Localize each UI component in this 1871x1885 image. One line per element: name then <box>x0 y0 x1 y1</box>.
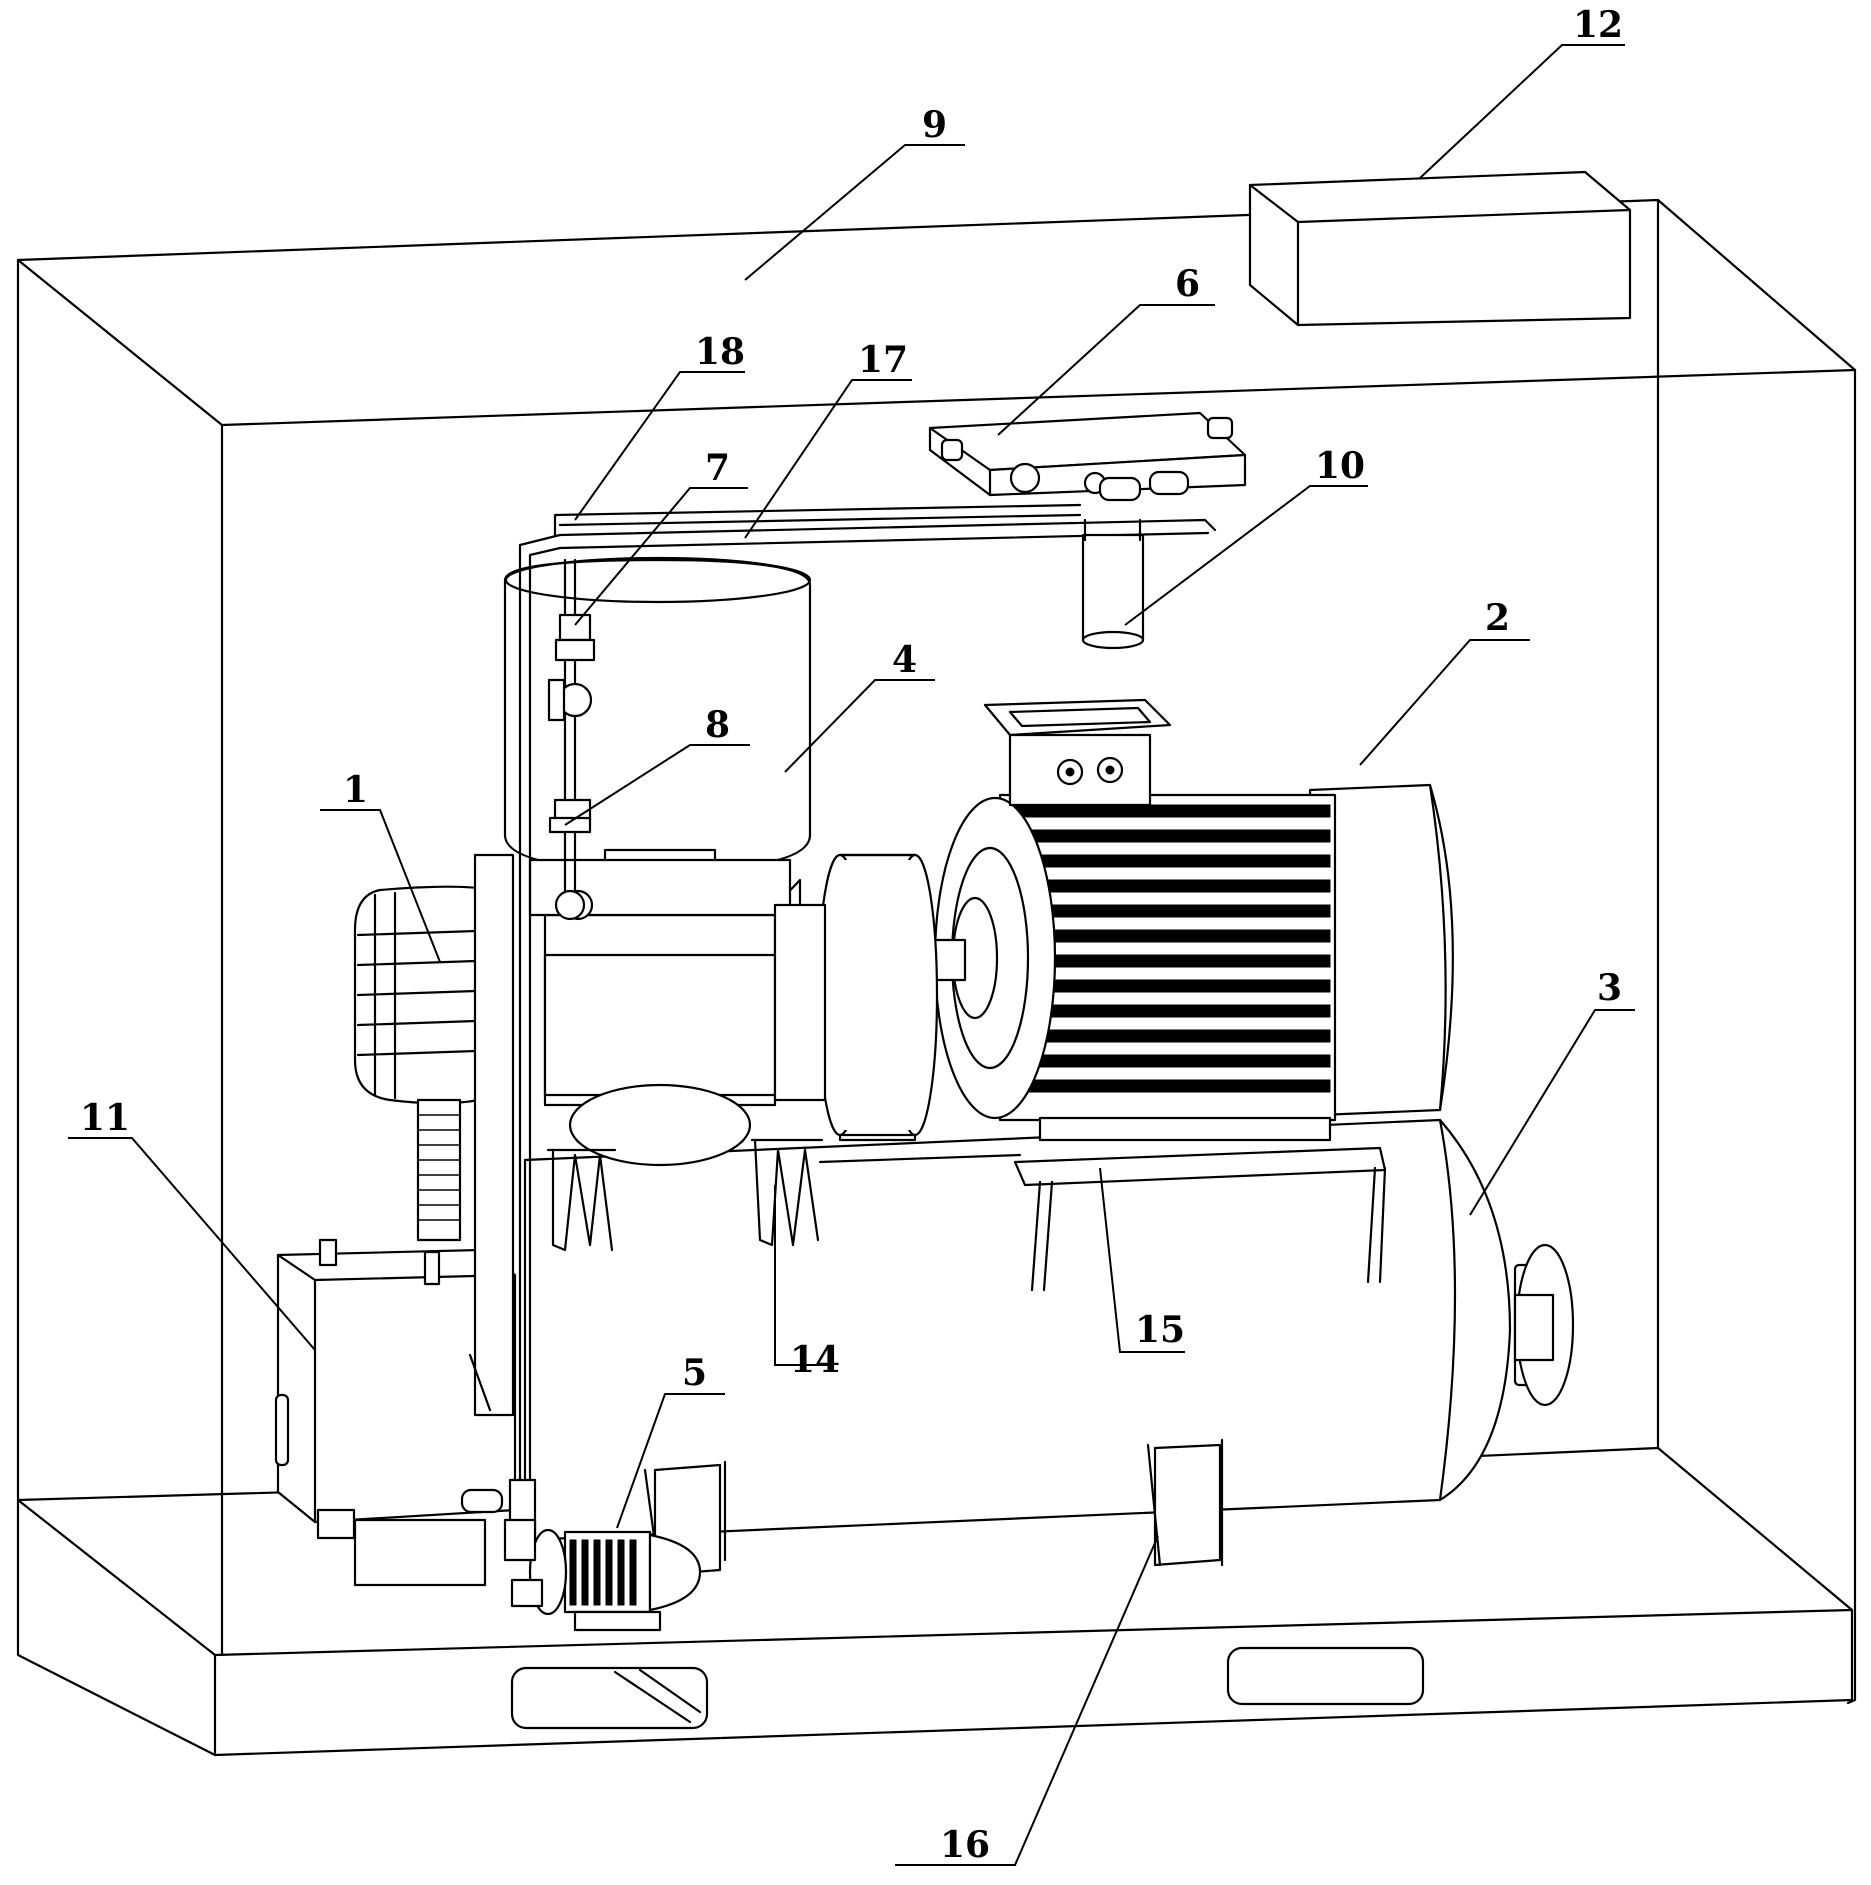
motor-support <box>818 1146 1387 1292</box>
enclosure-box <box>16 198 1857 1757</box>
valve-7 <box>547 613 596 722</box>
coupling-housing <box>816 853 939 1142</box>
label-18: 18 <box>695 331 745 373</box>
label-16: 16 <box>940 1824 990 1866</box>
label-17: 17 <box>858 339 908 381</box>
control-box <box>1248 170 1632 327</box>
leader-lines <box>68 44 1635 1866</box>
main-motor <box>918 698 1454 1142</box>
piping <box>468 503 1217 1547</box>
label-6: 6 <box>1175 263 1200 305</box>
airend-compressor <box>353 858 827 1252</box>
air-receiver-tank <box>523 1118 1575 1582</box>
label-3: 3 <box>1597 967 1622 1009</box>
label-12: 12 <box>1573 4 1623 46</box>
motor-cooling-fins <box>1004 804 1331 1093</box>
label-11: 11 <box>80 1097 130 1139</box>
oil-tank <box>274 1238 517 1587</box>
label-7: 7 <box>705 447 730 489</box>
oil-separator <box>503 556 812 892</box>
label-15: 15 <box>1135 1309 1185 1351</box>
label-9: 9 <box>922 104 947 146</box>
flexible-hose <box>416 1098 462 1242</box>
reference-numerals: 1 2 3 4 5 6 7 8 9 10 11 12 14 15 16 17 1… <box>80 4 1623 1866</box>
label-4: 4 <box>892 639 917 681</box>
air-filter <box>1081 518 1145 650</box>
label-5: 5 <box>682 1352 707 1394</box>
label-8: 8 <box>705 704 730 746</box>
pump-motor-fins <box>569 1539 637 1606</box>
label-10: 10 <box>1315 445 1365 487</box>
label-1: 1 <box>343 769 368 811</box>
label-2: 2 <box>1485 597 1510 639</box>
cooler <box>928 411 1247 502</box>
oil-pump-motor <box>503 1518 702 1632</box>
label-14: 14 <box>790 1339 840 1381</box>
